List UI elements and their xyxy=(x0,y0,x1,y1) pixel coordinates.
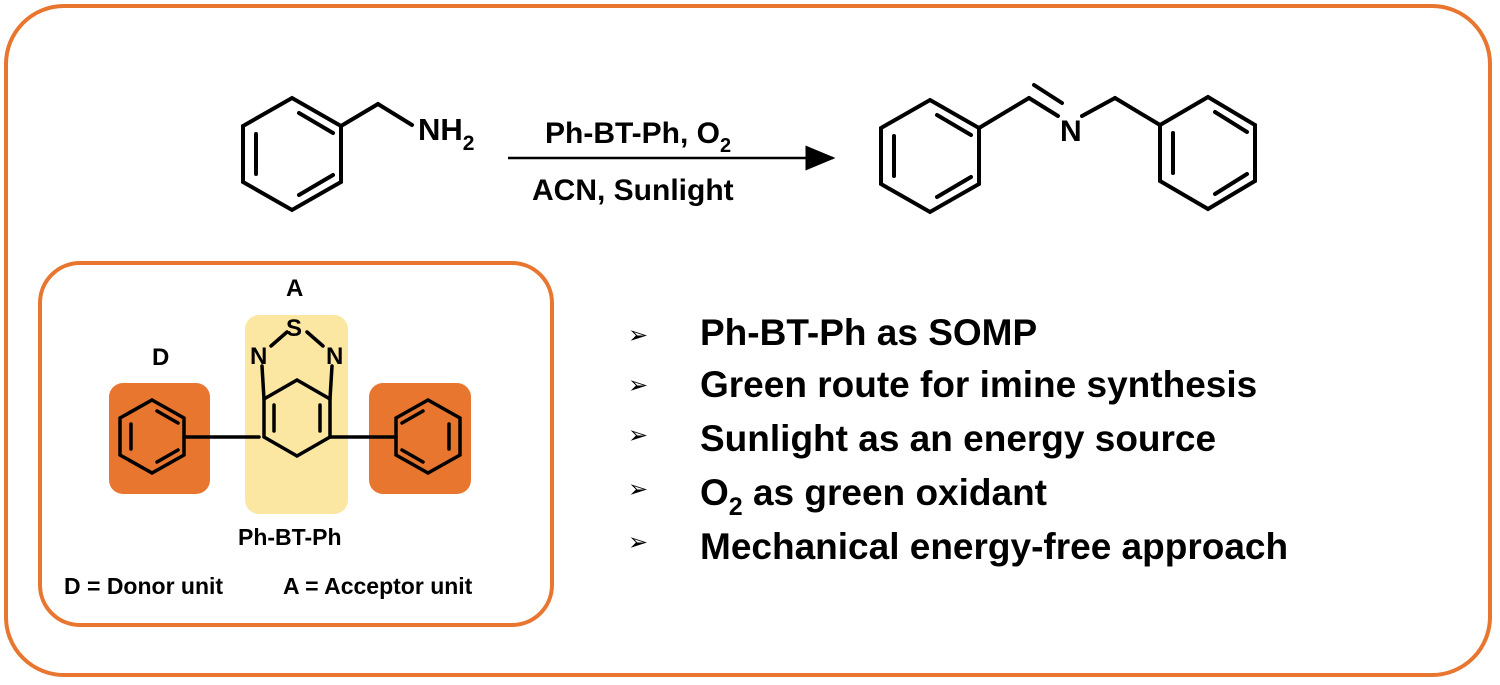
ph-bt-ph-structure xyxy=(118,330,462,476)
acceptor-highlight xyxy=(245,315,348,514)
bullet-marker: ➢ xyxy=(628,371,648,399)
atom-n-right: N xyxy=(326,343,343,370)
benzylamine-structure xyxy=(241,95,414,213)
bullet-marker: ➢ xyxy=(628,528,648,556)
outer-frame xyxy=(4,4,1492,677)
donor-letter: D xyxy=(152,344,169,371)
bullet-marker: ➢ xyxy=(628,321,648,349)
point-4: O2 as green oxidant xyxy=(700,472,1047,521)
point-1: Ph-BT-Ph as SOMP xyxy=(700,312,1037,353)
point-5: Mechanical energy-free approach xyxy=(700,526,1288,567)
condition-bottom: ACN, Sunlight xyxy=(532,174,734,207)
key-points-list: ➢ Ph-BT-Ph as SOMP ➢ Green route for imi… xyxy=(628,312,1288,567)
legend-donor: D = Donor unit xyxy=(64,573,223,599)
atom-s: S xyxy=(286,315,302,342)
imine-structure xyxy=(879,83,1257,215)
inset-box xyxy=(38,261,554,627)
acceptor-letter: A xyxy=(286,275,303,302)
condition-top: Ph-BT-Ph, O2 xyxy=(545,117,731,157)
amine-label: NH2 xyxy=(418,112,474,155)
atom-n-left: N xyxy=(250,343,267,370)
bullet-marker: ➢ xyxy=(628,421,648,449)
imine-n-atom: N xyxy=(1060,115,1082,148)
point-2: Green route for imine synthesis xyxy=(700,364,1257,405)
bullet-marker: ➢ xyxy=(628,475,648,503)
point-3: Sunlight as an energy source xyxy=(700,418,1216,459)
molecule-name: Ph-BT-Ph xyxy=(238,524,342,550)
legend-acceptor: A = Acceptor unit xyxy=(283,573,473,599)
